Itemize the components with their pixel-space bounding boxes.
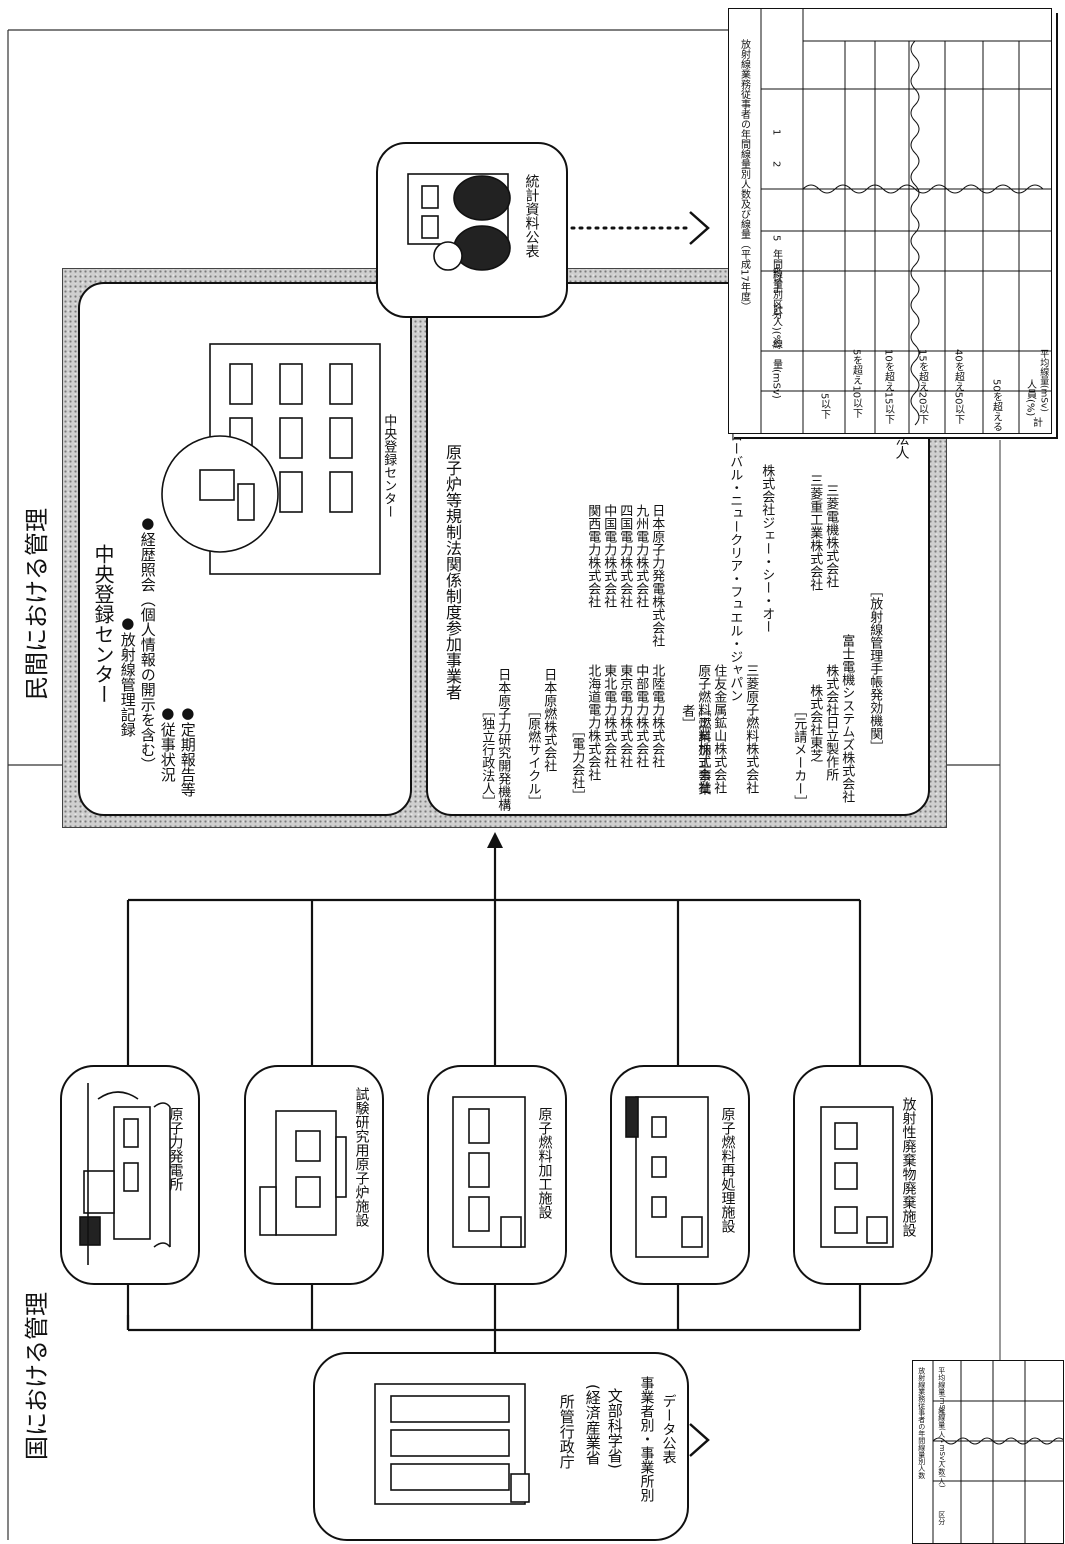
stats-publication-box: 統計資料公表: [376, 142, 568, 318]
group3-col1-4: 北陸電力株式会社: [649, 664, 665, 768]
ministry-box: 所管行政庁 (経済産業省 文部科学省) 事業者別・事業所別 データ公表: [313, 1352, 689, 1541]
facility-nuclear-power-plant: 原子力発電所: [60, 1065, 200, 1285]
stats-col-2: 2: [770, 161, 782, 168]
stats-row-total-label: 計: [1030, 417, 1042, 427]
group4-item-3: 三菱原子燃料株式会社: [743, 664, 759, 794]
group5-col1-1: 株式会社日立製作所: [823, 664, 839, 781]
stats-row-4: 40を超え50以下: [952, 349, 964, 425]
left-table-h0: 区分: [937, 1511, 946, 1525]
fuel-fabrication-icon: [452, 1096, 526, 1248]
stats-col-5: 5: [770, 235, 782, 242]
group3-col2-0: 関西電力株式会社: [585, 504, 601, 608]
stats-col-6: 6以上: [770, 267, 782, 294]
left-table-grid: [932, 1361, 1063, 1543]
power-plant-icon: [79, 1083, 171, 1265]
stats-row-2: 10を超え15以下: [882, 349, 894, 425]
stats-row-3: 15を超え20以下: [916, 349, 928, 425]
group3-col1-0: 北海道電力株式会社: [585, 664, 601, 781]
group3-col2-1: 中国電力株式会社: [601, 504, 617, 608]
group6-heading: ［放射線管理手帳発効機関］: [867, 584, 883, 753]
stats-row-5: 50を超える: [990, 379, 1002, 432]
group4-item-1: 住友金属鉱山株式会社: [711, 664, 727, 794]
stats-table-grid: [760, 9, 1051, 433]
facility-waste-disposal: 放射性廃棄物廃棄施設: [793, 1065, 933, 1285]
group2-heading: ［原燃サイクル］: [525, 704, 541, 808]
center-item-3: ●従事状況: [158, 704, 177, 782]
group4-item-4: 株式会社ジェー・シー・オー: [759, 464, 775, 633]
group5-col1-0: 株式会社東芝: [807, 684, 823, 762]
center-item-2: ●経歴照会（個人情報の開示を含む）: [138, 514, 157, 772]
group4-item-2: 株式会社グローバル・ニュークリア・フュエル・ジャパン: [727, 364, 743, 702]
stats-row-7: 平均線量(mSv): [1038, 349, 1049, 412]
group5-col2-1: 三菱電機株式会社: [823, 484, 839, 588]
stats-table-left: 放射線業務従事者の年間線量別人数 区分 人数(人) 総線量(人・mSv) 平均線…: [912, 1360, 1064, 1544]
group4-item-0: 原子燃料工業株式会社: [695, 664, 711, 794]
group3-col2-3: 九州電力株式会社: [633, 504, 649, 608]
waste-disposal-icon: [820, 1106, 894, 1248]
group3-col1-2: 東京電力株式会社: [617, 664, 633, 768]
group5-heading: ［元請メーカー］: [791, 704, 807, 808]
facility-research-reactor: 試験研究用原子炉施設: [244, 1065, 384, 1285]
stats-row-1: 5を超え10以下: [850, 349, 862, 419]
stats-col-total: 計(人)(%): [770, 303, 782, 349]
group5-col1-2: 富士電機システムズ株式会社: [839, 634, 855, 803]
left-table-title: 放射線業務従事者の年間線量別人数: [917, 1367, 926, 1479]
stats-table-title: 放射線業務従事者の年間線量別人数及び線量（平成17年度）: [738, 39, 750, 312]
center-box: 中央登録センター ●放射線管理記録 ●経歴照会（個人情報の開示を含む） ●従事状…: [78, 282, 412, 816]
group2-item: 日本原燃株式会社: [541, 668, 557, 772]
group3-col2-2: 四国電力株式会社: [617, 504, 633, 608]
stats-row-0: 5以下: [818, 393, 830, 420]
left-table-h2: 総線量(人・mSv): [937, 1407, 946, 1463]
stats-col-1: 1: [770, 129, 782, 136]
stats-publication-label: 統計資料公表: [523, 174, 540, 258]
participants-title: 原子炉等規制法関係制度参加事業者: [443, 444, 462, 700]
facility-label: 原子燃料加工施設: [536, 1107, 553, 1219]
stats-table-corner-left: 線 量(mSv): [770, 339, 782, 399]
people-reading-icon: [407, 173, 511, 271]
group3-heading: ［電力会社］: [569, 724, 585, 802]
group3-col2-4: 日本原子力発電株式会社: [649, 504, 665, 647]
center-building-label: 中央登録センター: [381, 414, 397, 518]
ministry-sub1: (経済産業省: [583, 1384, 602, 1465]
group3-col1-1: 東北電力株式会社: [601, 664, 617, 768]
stats-row-6: 人員(%): [1024, 379, 1036, 417]
reprocessing-icon: [625, 1096, 709, 1258]
stats-table-right: 放射線業務従事者の年間線量別人数及び線量（平成17年度） 年間線量別区分 線 量…: [728, 8, 1052, 434]
research-reactor-icon: [259, 1110, 347, 1236]
facility-label: 放射性廃棄物廃棄施設: [900, 1097, 917, 1237]
government-building-icon: [374, 1383, 530, 1505]
group5-col2-0: 三菱重工業株式会社: [807, 474, 823, 591]
group3-col1-3: 中部電力株式会社: [633, 664, 649, 768]
group4-heading: ［燃料加工事業者］: [679, 704, 711, 795]
group1-heading: ［独立行政法人］: [479, 704, 495, 808]
ministry-caption1: 事業者別・事業所別: [638, 1376, 655, 1502]
facility-label: 試験研究用原子炉施設: [353, 1087, 370, 1227]
center-item-4: ●定期報告等: [178, 704, 197, 797]
center-building-icon: [161, 343, 381, 575]
facility-reprocessing: 原子燃料再処理施設: [610, 1065, 750, 1285]
facility-label: 原子力発電所: [167, 1107, 184, 1191]
left-table-h1: 人数(人): [937, 1461, 946, 1488]
ministry-caption2: データ公表: [660, 1394, 677, 1464]
left-table-h3: 平均線量(mSv): [937, 1367, 946, 1416]
ministry-name: 所管行政庁: [557, 1394, 576, 1469]
group1-item: 日本原子力研究開発機構: [495, 668, 511, 811]
participants-box: 原子炉等規制法関係制度参加事業者 ［独立行政法人］ 日本原子力研究開発機構 ［原…: [426, 282, 930, 816]
ministry-sub2: 文部科学省): [605, 1388, 624, 1469]
facility-label: 原子燃料再処理施設: [719, 1107, 736, 1233]
facility-fuel-fabrication: 原子燃料加工施設: [427, 1065, 567, 1285]
stats-table-corner-top: 年間線量別区分: [770, 249, 782, 319]
center-title: 中央登録センター: [91, 544, 115, 704]
center-item-1: ●放射線管理記録: [118, 614, 137, 737]
